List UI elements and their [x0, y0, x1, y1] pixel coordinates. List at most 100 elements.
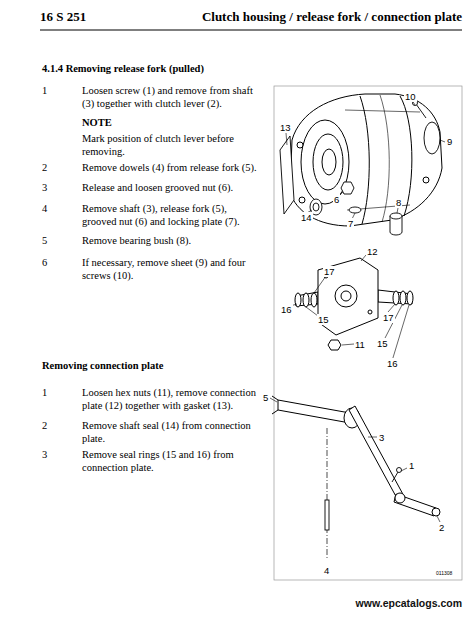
callout-number: 17	[382, 312, 395, 323]
gasket	[280, 136, 294, 214]
clutch-housing	[297, 142, 303, 148]
clutch-housing	[345, 110, 420, 210]
connection-plate	[341, 291, 351, 301]
sheet-and-screw	[416, 104, 426, 118]
callout-number: 12	[366, 246, 379, 257]
dowel	[325, 500, 329, 530]
drawing-id: 011308	[436, 570, 452, 576]
callout-number: 1	[408, 460, 415, 471]
leader-line	[388, 304, 395, 312]
leader-line	[270, 398, 277, 402]
callout-number: 16	[280, 304, 293, 315]
step-text: Remove shaft (3), release fork (5), groo…	[82, 202, 258, 228]
release-fork	[272, 396, 278, 414]
callout-number: 17	[323, 266, 336, 277]
callout-number: 9	[446, 136, 453, 147]
leader-line	[270, 100, 445, 522]
step-text: Release and loosen grooved nut (6).	[82, 181, 258, 194]
callout-number: 11	[354, 339, 366, 350]
connection-plate	[318, 258, 378, 335]
figure-frame	[274, 86, 462, 580]
callout-number: 7	[347, 218, 354, 229]
dowel	[325, 428, 329, 560]
section-heading: Removing connection plate	[42, 359, 262, 372]
callout-number: 5	[262, 392, 269, 403]
callout-number: 14	[300, 212, 313, 223]
connection-plate	[295, 293, 301, 307]
shaft-seal	[313, 203, 319, 211]
note-heading: NOTE	[82, 116, 258, 129]
callout-number: 16	[386, 358, 399, 369]
step-text: Remove seal rings (15 and 16) from conne…	[82, 448, 258, 474]
header-rule	[40, 29, 462, 30]
grooved-nut	[341, 182, 361, 213]
gasket	[280, 136, 294, 214]
connection-plate	[393, 291, 399, 305]
step-text: Remove shaft seal (14) from connection p…	[82, 419, 258, 445]
clutch-housing	[290, 94, 442, 226]
clutch-lever	[394, 494, 436, 516]
leader-line	[368, 437, 377, 438]
clutch-housing	[299, 197, 305, 203]
screw	[392, 468, 402, 483]
callout-number: 15	[376, 338, 389, 349]
connection-plate	[400, 291, 406, 305]
figure-frame	[274, 86, 462, 580]
leader-line	[314, 276, 326, 293]
step-text: If necessary, remove sheet (9) and four …	[82, 256, 258, 282]
clutch-housing	[290, 94, 442, 226]
clutch-housing	[301, 120, 349, 204]
clutch-housing	[322, 149, 336, 175]
callout-number: 4	[323, 565, 330, 576]
leader-line	[286, 133, 287, 145]
connection-plate	[407, 291, 413, 305]
section-heading: 4.1.4 Removing release fork (pulled)	[42, 62, 262, 75]
connection-plate	[368, 310, 372, 314]
dowel	[327, 428, 328, 560]
connection-plate	[328, 340, 341, 350]
connection-plate	[378, 290, 412, 304]
callout-number: 8	[395, 197, 402, 208]
clutch-lever	[395, 493, 405, 503]
leader-line	[440, 140, 445, 142]
step-number: 1	[42, 84, 47, 97]
sheet-and-screw	[413, 101, 441, 155]
step-text: Remove bearing bush (8).	[82, 234, 258, 247]
step-number: 6	[42, 256, 47, 269]
step-number: 4	[42, 202, 47, 215]
callout-number: 6	[333, 194, 340, 205]
grooved-nut	[349, 207, 361, 213]
clutch-housing	[423, 177, 429, 183]
bearing-bush	[390, 213, 402, 219]
page-title: Clutch housing / release fork / connecti…	[202, 10, 462, 23]
screw	[392, 472, 398, 482]
clutch-housing	[360, 96, 369, 224]
callout-number: 13	[279, 122, 292, 133]
callout-number: 10	[404, 91, 417, 102]
bearing-bush	[390, 213, 402, 235]
connection-plate	[335, 285, 357, 307]
connection-plate	[296, 292, 318, 306]
step-number: 5	[42, 234, 47, 247]
clutch-housing	[313, 134, 343, 190]
step-text: Loosen screw (1) and remove from shaft (…	[82, 84, 258, 110]
connection-plate	[311, 293, 317, 307]
shaft	[349, 406, 405, 502]
step-number: 3	[42, 181, 47, 194]
step-number: 2	[42, 161, 47, 174]
shaft	[349, 406, 405, 502]
release-fork	[278, 400, 350, 423]
sheet-and-screw	[424, 122, 440, 154]
leader-line	[397, 208, 398, 213]
step-text: Loosen hex nuts (11), remove connection …	[82, 386, 258, 412]
manual-code: 16 S 251	[40, 10, 86, 23]
leader-line	[401, 468, 407, 471]
header-rule	[40, 30, 462, 31]
clutch-housing	[380, 95, 389, 222]
callout-number: 15	[317, 314, 330, 325]
step-number: 3	[42, 448, 47, 461]
clutch-lever	[394, 493, 440, 516]
watermark: www.epcatalogs.com	[356, 597, 462, 610]
callout-number: 3	[378, 432, 385, 443]
step-number: 2	[42, 419, 47, 432]
